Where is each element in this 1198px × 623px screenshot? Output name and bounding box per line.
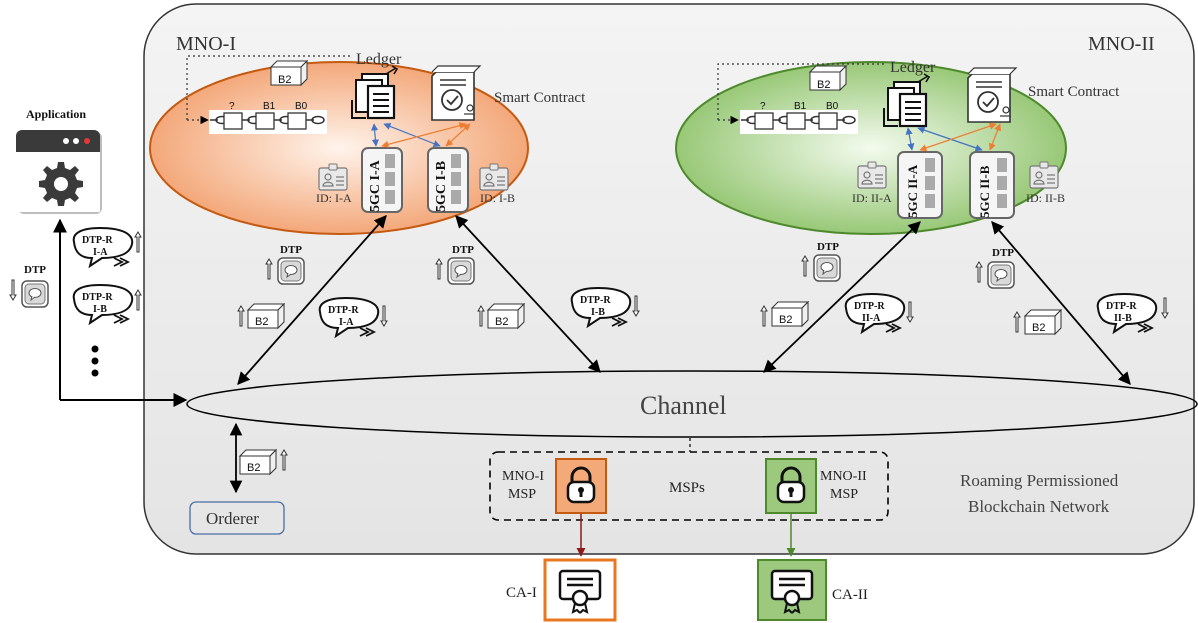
mno2-contract-label: Smart Contract xyxy=(1028,84,1120,100)
dtp-message-icon xyxy=(813,254,841,282)
mno2-id-a: ID: II-A xyxy=(852,191,892,205)
mno1-5gc-a-node: 5GC I-A xyxy=(361,147,403,213)
mno2-ledger-label: Ledger xyxy=(890,59,936,76)
more-dot xyxy=(91,357,99,365)
mno2-title: MNO-II xyxy=(1088,33,1155,55)
dtpr-label: DTP-R xyxy=(1106,301,1137,312)
channel-label: Channel xyxy=(640,391,727,420)
ca1-label: CA-I xyxy=(506,585,537,601)
msps-label: MSPs xyxy=(669,480,705,496)
id-card-icon xyxy=(318,163,348,191)
mno2-5gc-b-label: 5GC II-B xyxy=(977,165,992,218)
dtp-label: DTP xyxy=(817,241,839,253)
block-b2-label: B2 xyxy=(278,74,291,86)
network-label-line2: Blockchain Network xyxy=(968,497,1110,516)
mno1-title: MNO-I xyxy=(176,33,236,55)
dtpr-ib-label: I-B xyxy=(591,307,605,318)
mno2-blockchain: B2 ? B1 B0 xyxy=(717,63,885,134)
block-b0-label: B0 xyxy=(295,101,308,112)
mno2-msp-lock-icon xyxy=(765,458,817,514)
mno1-5gc-b-label: 5GC I-B xyxy=(434,161,449,212)
mno2-5gc-a-node: 5GC II-A xyxy=(897,151,943,219)
dtpr-iia-label: II-A xyxy=(862,313,881,324)
block-b2-label: B2 xyxy=(247,462,260,474)
mno2-id-b: ID: II-B xyxy=(1026,191,1065,205)
dtp-message-icon xyxy=(987,261,1015,289)
block-b2-label: B2 xyxy=(779,314,792,326)
id-card-icon xyxy=(857,161,887,189)
block-unknown-label: ? xyxy=(760,101,766,112)
orderer-label: Orderer xyxy=(206,509,259,528)
dtpr-ia-label: I-A xyxy=(93,247,108,258)
dtpr-ib-label: I-B xyxy=(93,304,107,315)
ca1-certificate-icon xyxy=(543,558,617,622)
more-dot xyxy=(91,369,99,377)
dtpr-label: DTP-R xyxy=(854,301,885,312)
dtpr-label: DTP-R xyxy=(328,305,359,316)
mno1-5gc-a-label: 5GC I-A xyxy=(368,159,383,212)
block-b2-label: B2 xyxy=(495,316,508,328)
mno1-5gc-b-node: 5GC I-B xyxy=(427,147,469,213)
smart-contract-icon xyxy=(431,65,481,121)
mno1-id-b: ID: I-B xyxy=(480,191,515,205)
ca2-label: CA-II xyxy=(832,587,868,603)
dtp-message-icon xyxy=(21,280,49,308)
more-dot xyxy=(91,345,99,353)
msps-box xyxy=(489,451,889,521)
dtp-message-icon xyxy=(277,257,305,285)
dtp-label: DTP xyxy=(992,247,1014,259)
application-label: Application xyxy=(26,107,86,121)
mno1-msp-lock-icon xyxy=(555,458,607,514)
block-unknown-label: ? xyxy=(229,101,235,112)
up-arrow-icon xyxy=(134,289,142,311)
mno2-msp-label: MSP xyxy=(830,487,858,502)
orderer-node[interactable]: Orderer xyxy=(189,501,285,535)
mno2-5gc-a-label: 5GC II-A xyxy=(905,164,920,218)
dtpr-ia-label: I-A xyxy=(339,317,354,328)
smart-contract-icon xyxy=(967,67,1017,123)
block-b1-label: B1 xyxy=(794,101,807,112)
network-label-line1: Roaming Permissioned xyxy=(960,471,1119,490)
dtpr-label: DTP-R xyxy=(580,295,611,306)
mno1-ledger-label: Ledger xyxy=(356,51,402,68)
block-b2-label: B2 xyxy=(1032,322,1045,334)
channel-ellipse xyxy=(186,370,1198,438)
block-b2-label: B2 xyxy=(817,79,830,91)
dtp-message-icon xyxy=(447,257,475,285)
dtpr-label: DTP-R xyxy=(82,292,113,303)
block-b0-label: B0 xyxy=(826,101,839,112)
mno2-msp-name: MNO-II xyxy=(820,469,867,484)
block-b2-label: B2 xyxy=(255,316,268,328)
id-card-icon xyxy=(479,163,509,191)
mno2-5gc-b-node: 5GC II-B xyxy=(969,151,1015,219)
dtp-label: DTP xyxy=(24,264,46,276)
up-arrow-icon xyxy=(134,231,142,253)
dtpr-iib-label: II-B xyxy=(1114,313,1132,324)
down-arrow-icon xyxy=(9,279,17,301)
ca2-certificate-icon xyxy=(757,559,827,621)
dtp-label: DTP xyxy=(280,244,302,256)
mno1-blockchain: B2 ? B1 B0 xyxy=(186,55,352,134)
application-gear-icon[interactable] xyxy=(16,130,102,214)
mno1-id-a: ID: I-A xyxy=(316,191,352,205)
dtpr-label: DTP-R xyxy=(82,235,113,246)
mno1-contract-label: Smart Contract xyxy=(494,90,586,106)
block-b1-label: B1 xyxy=(263,101,276,112)
id-card-icon xyxy=(1029,161,1059,189)
mno1-msp-name: MNO-I xyxy=(502,469,544,484)
mno1-msp-label: MSP xyxy=(508,487,536,502)
dtp-label: DTP xyxy=(452,244,474,256)
